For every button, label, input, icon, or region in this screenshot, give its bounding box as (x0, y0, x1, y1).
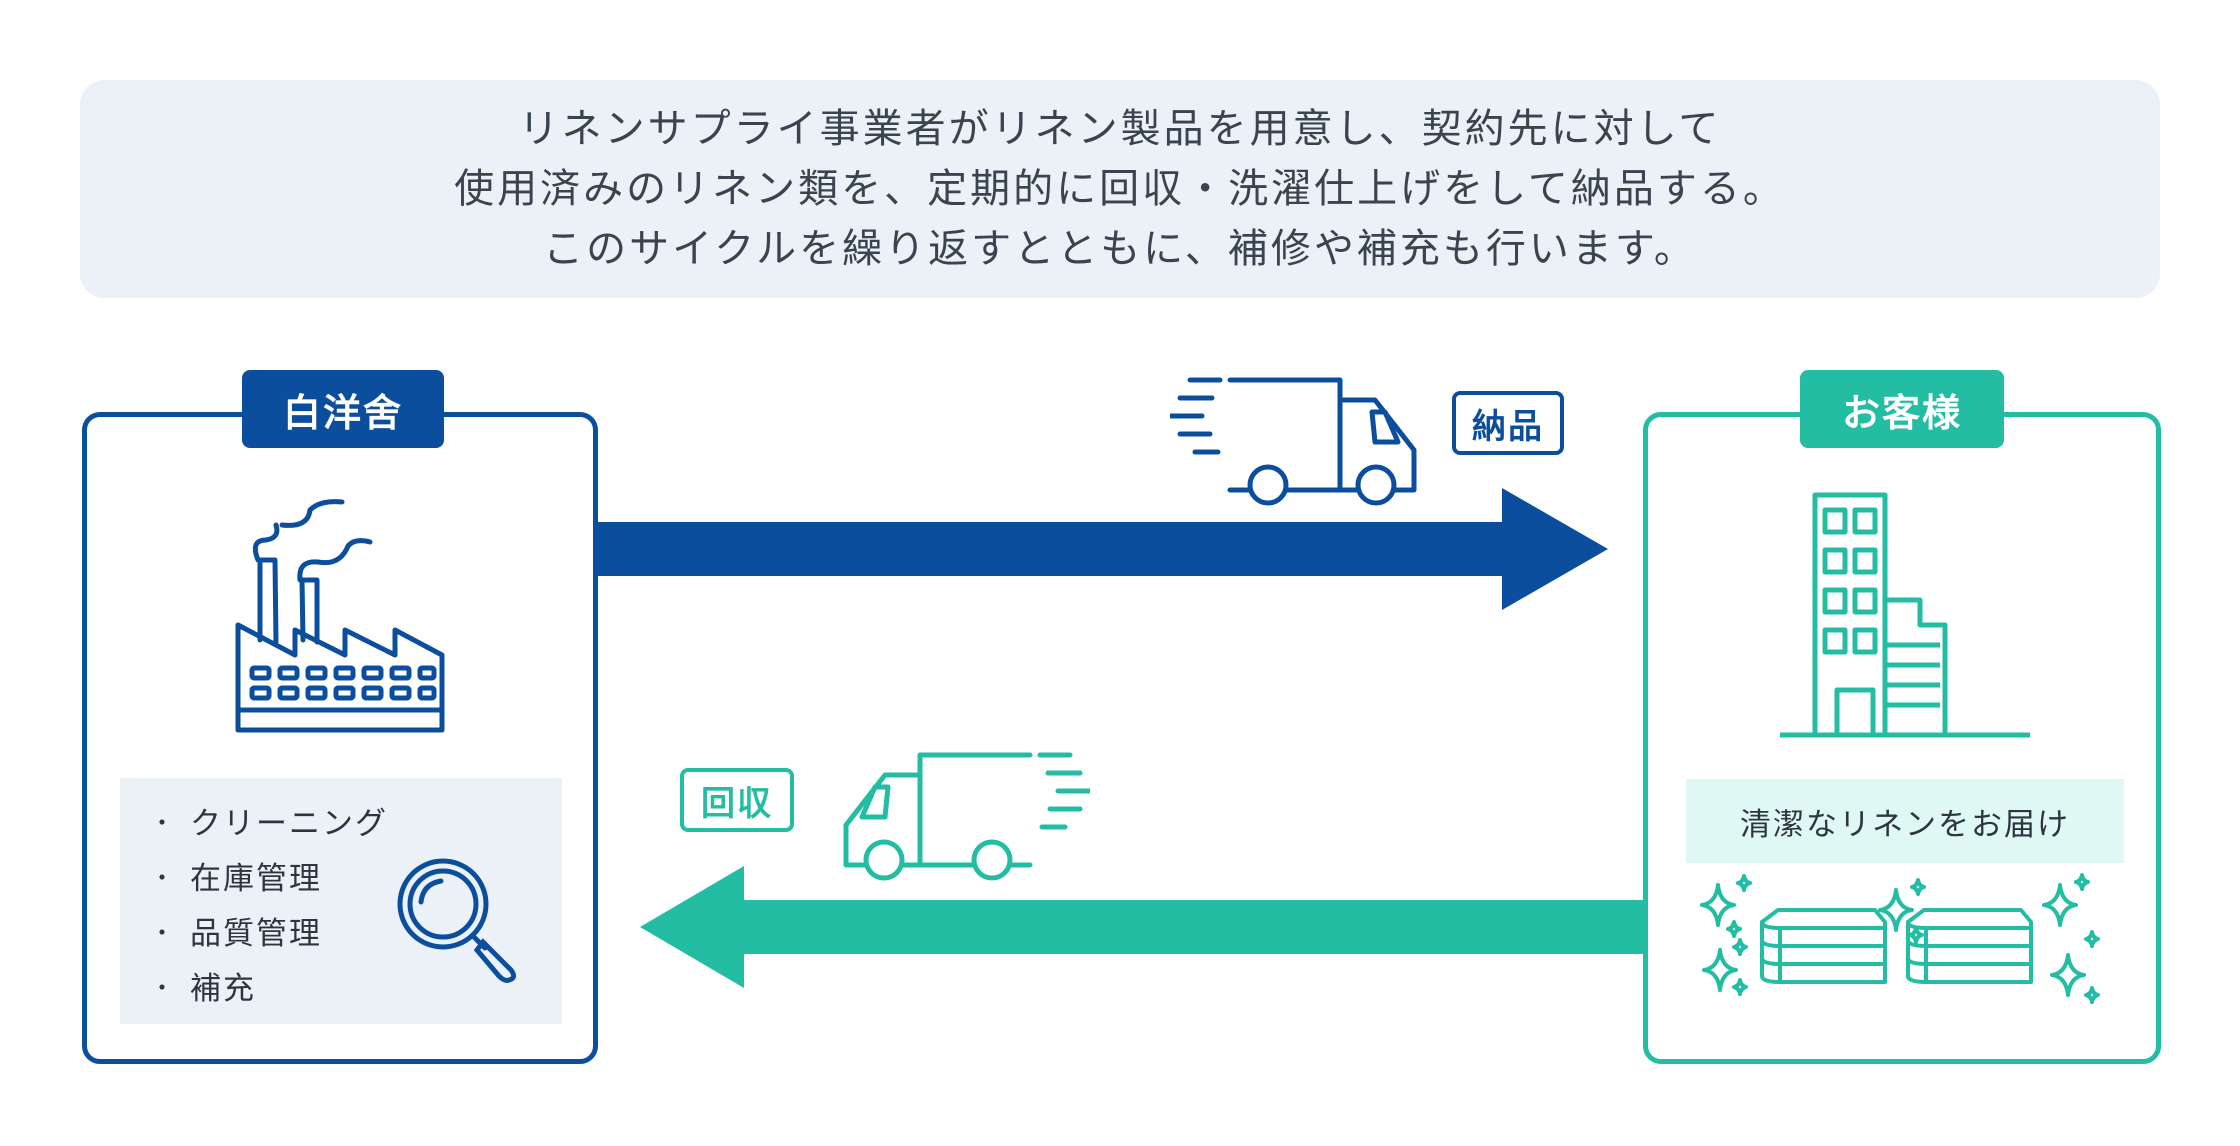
magnifier-icon (397, 858, 517, 983)
service-item-quality: ・ 品質管理 (150, 908, 322, 953)
service-item-replenish: ・ 補充 (150, 963, 256, 1008)
customer-tag: お客様 (1800, 370, 2004, 448)
towel-stack (1906, 908, 2033, 984)
sparkle-icon (1878, 878, 1926, 944)
service-item-inventory: ・ 在庫管理 (150, 853, 322, 898)
bullet: ・ (150, 974, 176, 1002)
bullet: ・ (150, 864, 176, 892)
delivered-banner: 清潔なリネンをお届け (1686, 779, 2124, 863)
delivery-label: 納品 (1452, 391, 1564, 455)
linen-icon (1700, 873, 2100, 1004)
towel-stack (1760, 908, 1887, 984)
collection-truck-icon (843, 752, 1090, 881)
collection-label: 回収 (680, 768, 794, 832)
services-box: ・ クリーニング ・ 在庫管理 ・ 品質管理 ・ 補充 (120, 778, 562, 1024)
service-label: 品質管理 (190, 916, 322, 952)
delivery-arrow (598, 488, 1608, 610)
service-label: クリーニング (190, 806, 388, 842)
supplier-tag: 白洋舍 (242, 370, 444, 448)
service-label: 在庫管理 (190, 861, 322, 897)
intro-line-1: リネンサプライ事業者がリネン製品を用意し、契約先に対して (518, 106, 1722, 152)
building-icon (1780, 492, 2030, 738)
sparkle-icon (2042, 873, 2100, 1004)
service-label: 補充 (190, 971, 256, 1007)
delivery-truck-icon (1170, 377, 1417, 506)
factory-icon (235, 499, 445, 733)
bullet: ・ (150, 919, 176, 947)
intro-line-3: このサイクルを繰り返すとともに、補修や補充も行います。 (543, 226, 1697, 272)
sparkle-icon (1700, 874, 1752, 996)
service-item-cleaning: ・ クリーニング (150, 798, 388, 843)
intro-box: リネンサプライ事業者がリネン製品を用意し、契約先に対して 使用済みのリネン類を、… (80, 80, 2160, 298)
intro-line-2: 使用済みのリネン類を、定期的に回収・洗濯仕上げをして納品する。 (454, 166, 1786, 212)
bullet: ・ (150, 809, 176, 837)
collection-arrow (640, 866, 1648, 988)
